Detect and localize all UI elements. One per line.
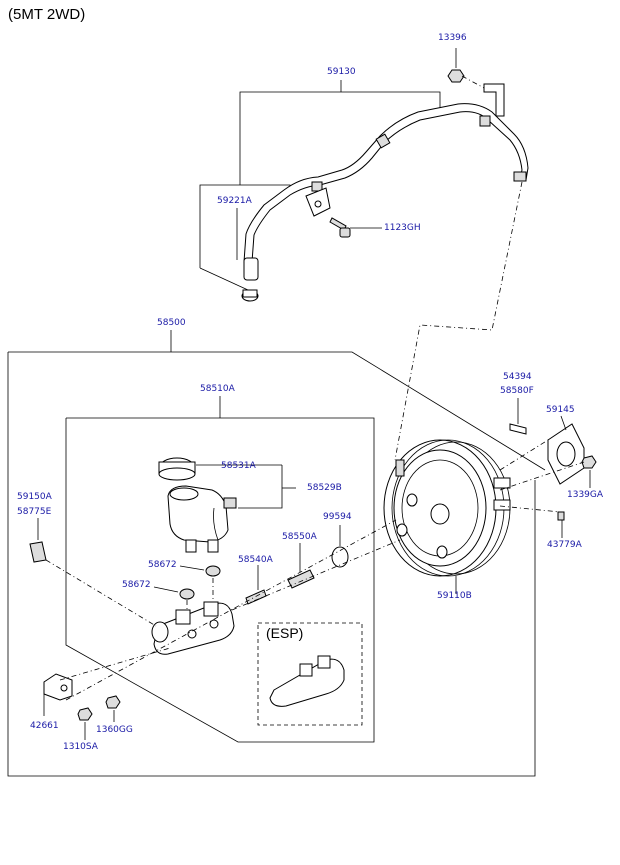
reservoir-sensor: [223, 497, 237, 509]
bolt-1310SA: [77, 707, 93, 721]
label-58775E: 58775E: [17, 507, 52, 517]
label-42661: 42661: [30, 721, 59, 731]
label-1360GG: 1360GG: [96, 725, 133, 735]
nut-1339GA: [581, 455, 597, 469]
hose-end: [243, 257, 259, 281]
label-58529B: 58529B: [307, 483, 342, 493]
leader-58500: [7, 352, 536, 777]
label-43779A: 43779A: [547, 540, 582, 550]
clip-43779A: [557, 511, 565, 521]
label-59221A: 59221A: [217, 196, 252, 206]
label-58531A: 58531A: [221, 461, 256, 471]
diagram-title: (5MT 2WD): [8, 6, 86, 23]
label-54394: 54394: [503, 372, 532, 382]
o-ring-99594: [331, 546, 349, 568]
label-59150A: 59150A: [17, 492, 52, 502]
leader-58510A: [65, 417, 375, 743]
label-58672-a: 58672: [148, 560, 177, 570]
hose-clamp: [375, 133, 391, 149]
fitting-59150A: [29, 541, 47, 563]
seal-58672-a: [205, 565, 221, 577]
hose-clamp: [479, 115, 491, 127]
cylinder-to-booster-line: [231, 539, 401, 611]
label-58550A: 58550A: [282, 532, 317, 542]
label-59145: 59145: [546, 405, 575, 415]
reservoir: [158, 457, 296, 553]
seal-58672-b: [179, 588, 195, 600]
hose-clamp: [311, 181, 323, 192]
label-1310SA: 1310SA: [63, 742, 98, 752]
upper-bracket: [483, 83, 505, 117]
esp-box: [257, 622, 363, 726]
label-59110B: 59110B: [437, 591, 472, 601]
label-58540A: 58540A: [238, 555, 273, 565]
label-1339GA: 1339GA: [567, 490, 604, 500]
brake-booster: [383, 439, 511, 594]
vacuum-hose-group: [199, 48, 529, 461]
label-59130: 59130: [327, 67, 356, 77]
clevis-pin: [509, 423, 527, 435]
label-1123GH: 1123GH: [384, 223, 421, 233]
leader-58529B: [238, 465, 283, 509]
nut-1360GG: [105, 695, 121, 709]
label-58672-b: 58672: [122, 580, 151, 590]
nut-13396: [447, 69, 465, 83]
leader-59130: [239, 91, 441, 185]
label-13396: 13396: [438, 33, 467, 43]
esp-master-cylinder: [269, 658, 345, 707]
bolt-1123GH: [329, 217, 347, 231]
vacuum-hose: [243, 103, 529, 263]
esp-label: (ESP): [266, 625, 304, 641]
label-58510A: 58510A: [200, 384, 235, 394]
label-58500: 58500: [157, 318, 186, 328]
label-99594: 99594: [323, 512, 352, 522]
label-58580F: 58580F: [500, 386, 534, 396]
hose-clamp: [513, 171, 527, 182]
hose-to-booster-line: [394, 181, 523, 461]
